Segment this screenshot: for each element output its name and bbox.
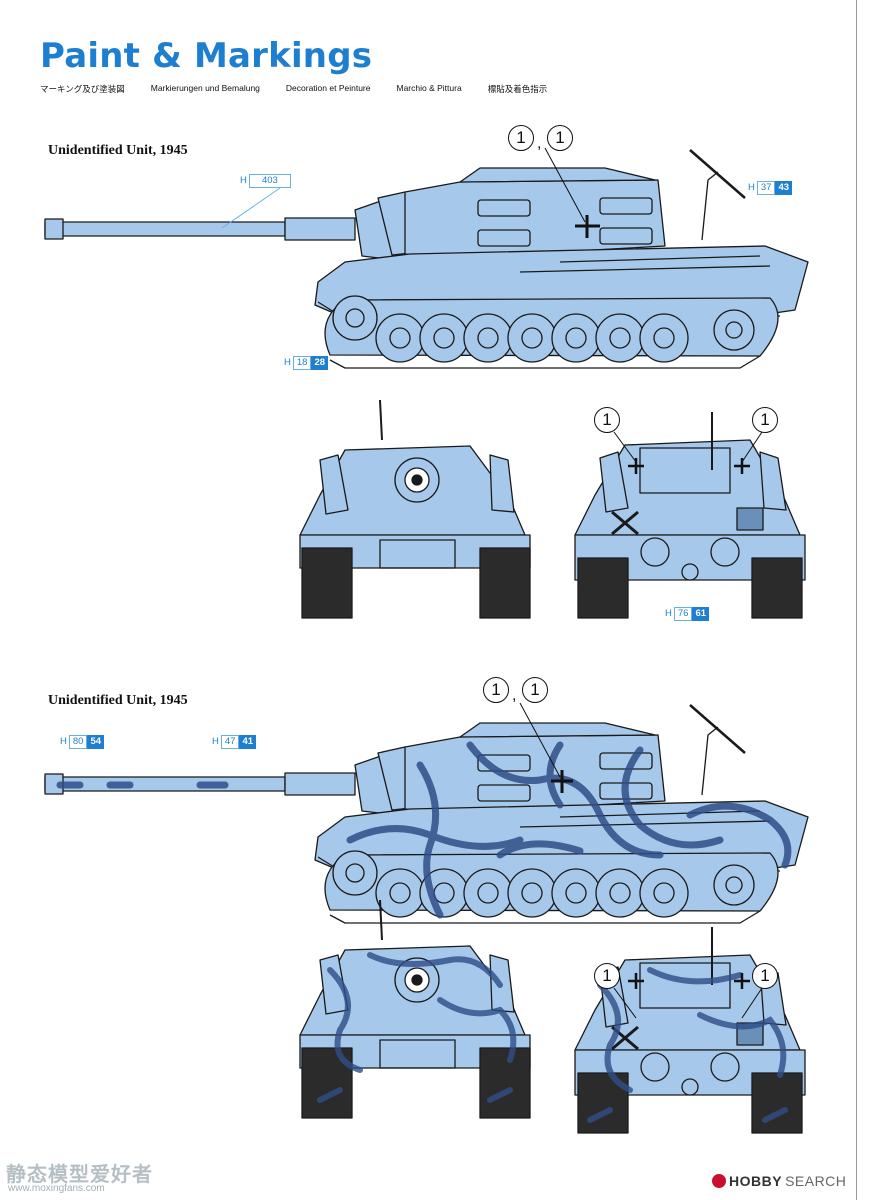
paint-code-37-43: H 37 43	[748, 180, 793, 195]
page-frame-line	[856, 0, 857, 1200]
leader-line-rear-left-1	[613, 431, 637, 463]
callout-rear-right-1: 1	[752, 407, 778, 433]
balkenkreuz-side-1	[575, 215, 600, 238]
hobbysearch-logo-icon	[712, 1174, 726, 1188]
leader-line-side-1	[544, 147, 586, 223]
watermark-hobbysearch: HOBBY SEARCH	[712, 1173, 846, 1189]
page-title: Paint & Markings	[40, 36, 373, 76]
subtitle-chinese: 標貼及着色指示	[487, 84, 548, 94]
tank-front-view-2	[299, 899, 531, 1119]
leader-line-code-403	[221, 187, 281, 229]
subtitle-german: Markierungen und Bemalung	[150, 83, 260, 93]
paint-code-47-41: H 47 41	[212, 734, 257, 749]
callout-rear-right-2: 1	[752, 963, 778, 989]
tank-side-view-1	[43, 148, 810, 370]
leader-line-rear-right-2	[741, 987, 763, 1019]
paint-code-18-28: H 18 28	[284, 355, 329, 370]
callout-side-1a: 1	[508, 125, 534, 151]
subtitle-french: Decoration et Peinture	[285, 83, 371, 93]
callout-side-1b: 1	[547, 125, 573, 151]
callout-rear-left-1: 1	[594, 407, 620, 433]
paint-code-76-61: H 76 61	[665, 606, 710, 621]
tank-front-view-1	[299, 399, 531, 619]
paint-code-80-54: H 80 54	[60, 734, 105, 749]
tank-side-view-2	[43, 702, 810, 925]
tank-rear-view-1	[573, 410, 807, 620]
balkenkreuz-rear-left-1	[628, 458, 644, 474]
subtitle-row: マーキング及び塗装図 Markierungen und Bemalung Dec…	[40, 83, 547, 95]
section-label-2: Unidentified Unit, 1945	[48, 693, 188, 708]
leader-line-rear-left-2	[613, 987, 637, 1019]
subtitle-italian: Marchio & Pittura	[396, 83, 462, 93]
watermark-moxingfans: 静态模型爱好者	[6, 1162, 153, 1186]
paint-code-403: H 403	[240, 173, 291, 188]
callout-separator-2: ,	[512, 687, 517, 704]
tank-rear-view-2	[573, 925, 807, 1135]
callout-rear-left-2: 1	[594, 963, 620, 989]
leader-line-rear-right-1	[741, 431, 763, 463]
section-label-1: Unidentified Unit, 1945	[48, 143, 188, 158]
callout-side-2b: 1	[522, 677, 548, 703]
balkenkreuz-rear-right-1	[734, 458, 750, 474]
watermark-url: www.moxingfans.com	[8, 1183, 105, 1194]
subtitle-japanese: マーキング及び塗装図	[40, 84, 125, 94]
callout-side-2a: 1	[483, 677, 509, 703]
callout-separator-1: ,	[537, 135, 542, 152]
